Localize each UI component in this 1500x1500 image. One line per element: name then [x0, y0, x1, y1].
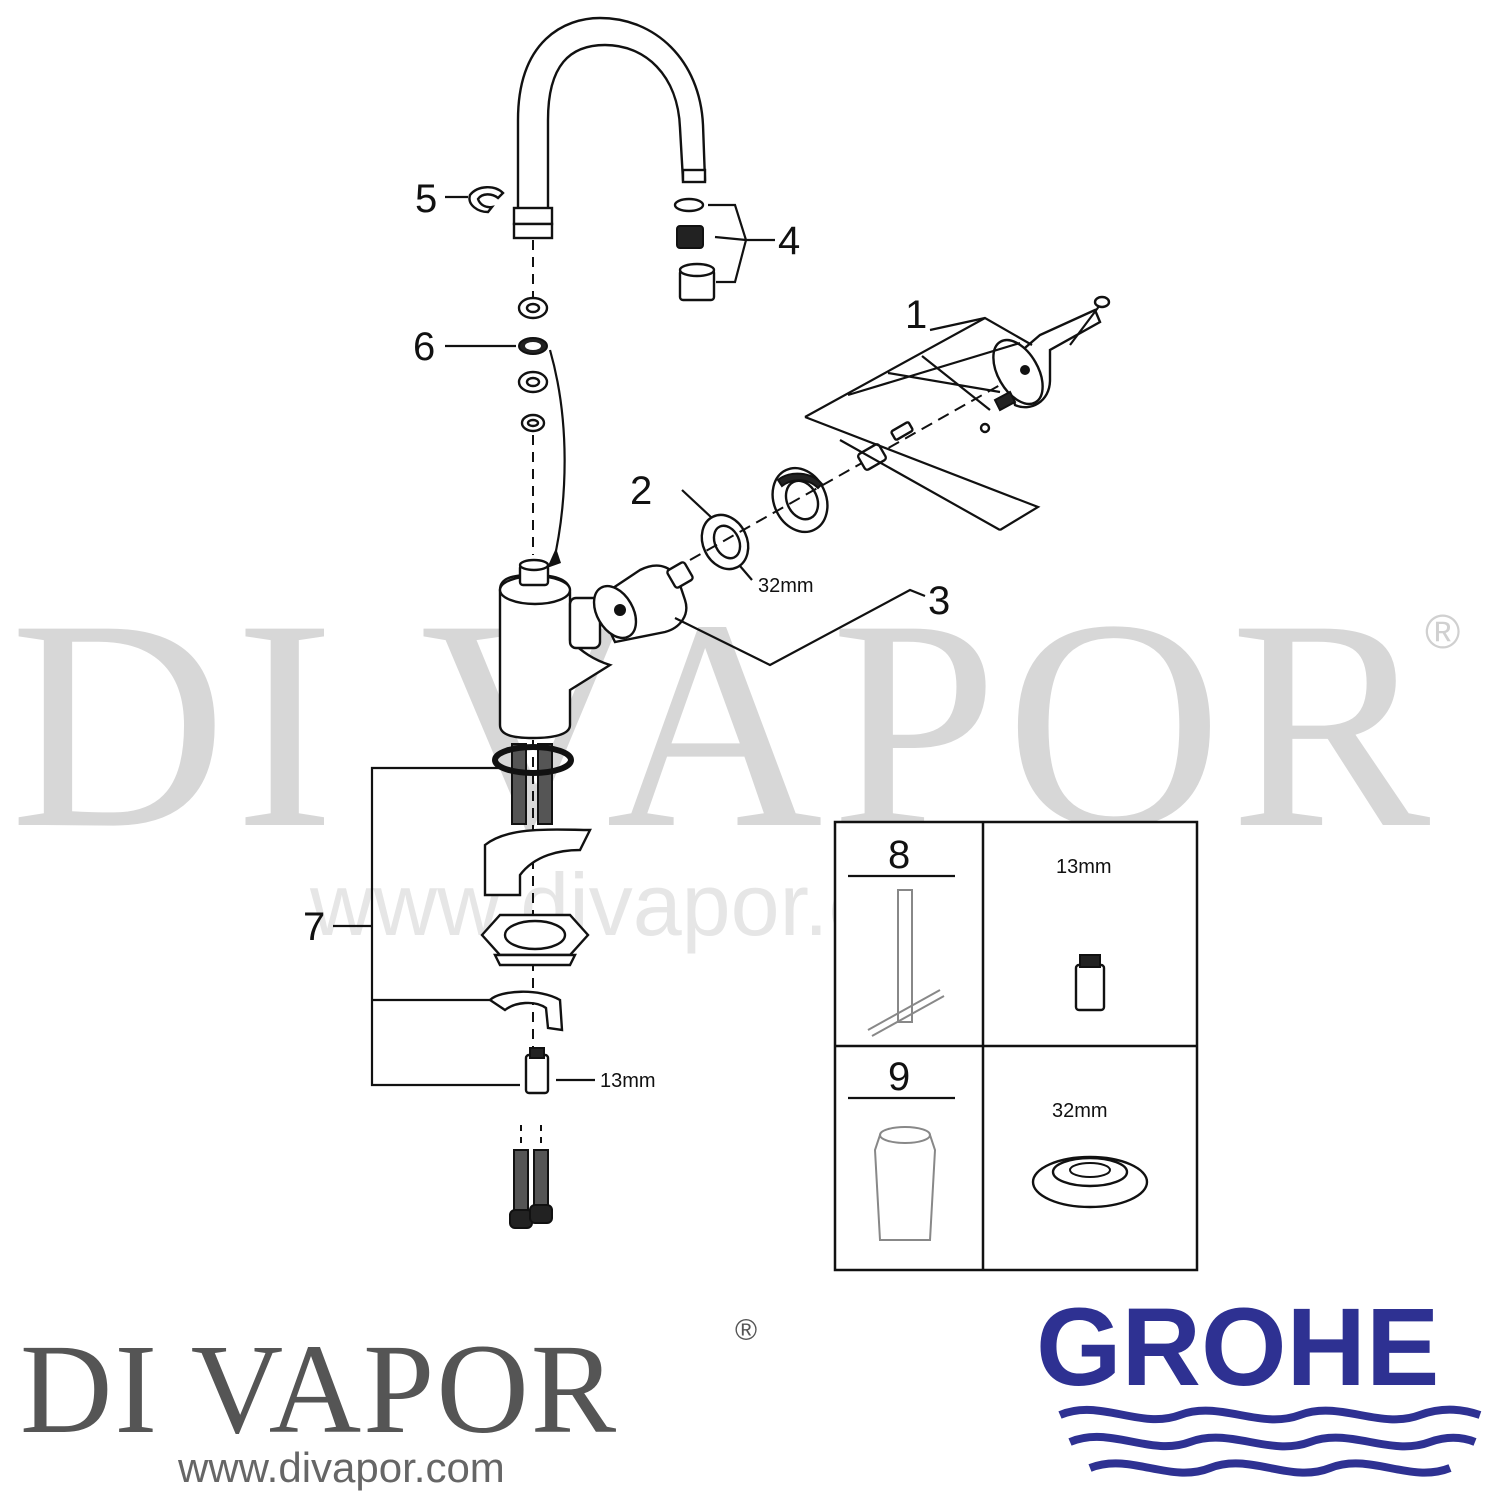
gasket-halfmoon — [483, 828, 592, 897]
callout-3: 3 — [928, 579, 950, 623]
tool-9-size: 32mm — [1052, 1100, 1108, 1122]
aerator-4 — [673, 197, 716, 302]
callout-6: 6 — [413, 325, 435, 369]
spout — [512, 16, 707, 240]
callout-2: 2 — [630, 469, 652, 513]
cover-nut — [771, 466, 829, 534]
stud-dimension-label: 13mm — [600, 1070, 656, 1092]
nut-32mm — [1031, 1155, 1149, 1209]
footer-url: www.divapor.com — [177, 1444, 505, 1491]
tool-8-number: 8 — [888, 833, 910, 877]
lever-handle — [979, 295, 1111, 434]
threaded-stud — [524, 1047, 550, 1095]
ring-2 — [700, 513, 750, 571]
tap-body — [498, 558, 613, 740]
grohe-logo-text: GROHE — [1036, 1286, 1439, 1409]
tool-9-socket — [873, 1126, 937, 1241]
cartridge — [592, 561, 694, 644]
clip-5 — [468, 186, 505, 214]
callout-4: 4 — [778, 219, 800, 263]
footer-registered: ® — [735, 1314, 757, 1347]
watermark-brand: DI VAPOR — [10, 558, 1438, 890]
callout-7: 7 — [303, 905, 325, 949]
nut-dimension-label: 32mm — [758, 575, 814, 597]
footer-brand: DI VAPOR — [20, 1318, 618, 1460]
seal-set-6 — [517, 296, 549, 433]
handle-insert — [857, 421, 914, 471]
grohe-wave-icon — [1058, 1405, 1482, 1477]
callout-5: 5 — [415, 177, 437, 221]
mounting-plate — [480, 913, 590, 967]
callout-1: 1 — [905, 293, 927, 337]
tool-9-number: 9 — [888, 1055, 910, 1099]
tool-8-key — [867, 889, 945, 1037]
horseshoe-clip — [488, 990, 564, 1032]
supply-hoses — [492, 743, 574, 825]
socket-13mm — [1074, 954, 1106, 1012]
tool-8-size: 13mm — [1056, 856, 1112, 878]
watermark-registered: ® — [1425, 606, 1460, 659]
hose-ends — [509, 1125, 553, 1229]
